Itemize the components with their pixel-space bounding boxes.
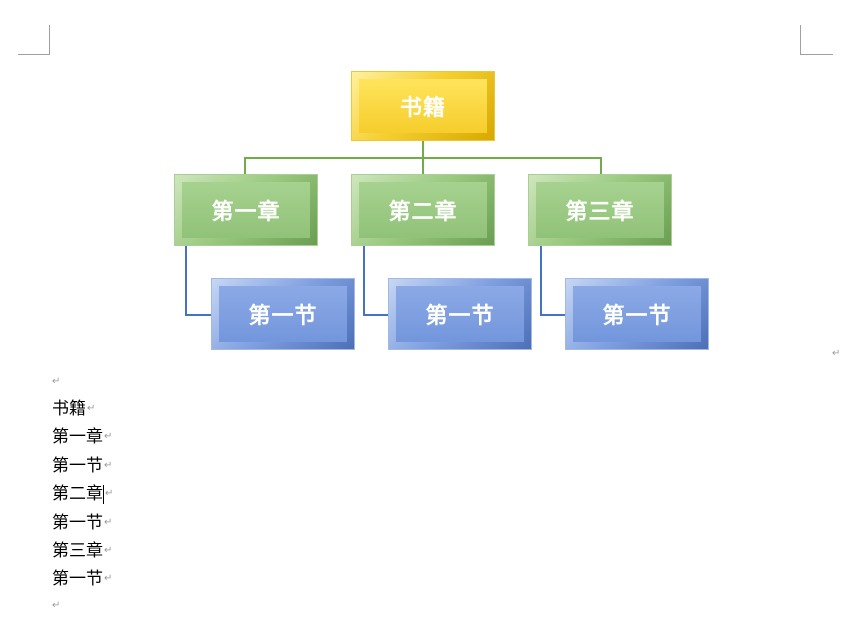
section-node-1[interactable]: 第一节: [211, 278, 355, 350]
outline-line[interactable]: 第二章: [52, 480, 113, 508]
section-node-2[interactable]: 第一节: [388, 278, 532, 350]
paragraph-mark-icon: [104, 509, 112, 537]
chapter-node-1[interactable]: 第一章: [174, 174, 318, 246]
text-cursor: [103, 484, 104, 504]
outline-text-line: 第一节: [52, 512, 103, 533]
outline-text-line: 第一章: [52, 427, 103, 448]
outline-line[interactable]: 第三章: [52, 537, 113, 565]
page-corner-mark-top-left: [18, 25, 50, 55]
root-node-label: 书籍: [399, 96, 446, 121]
paragraph-mark-icon: [52, 601, 60, 611]
outline-line[interactable]: 第一节: [52, 452, 113, 480]
chapter-node-3[interactable]: 第三章: [528, 174, 672, 246]
chapter-node-2[interactable]: 第二章: [351, 174, 495, 246]
paragraph-mark-icon: [52, 377, 60, 387]
paragraph-mark-icon: [104, 452, 112, 480]
outline-line[interactable]: 第一节: [52, 565, 113, 593]
paragraph-mark-icon: [104, 423, 112, 451]
outline-line[interactable]: 第一章: [52, 423, 113, 451]
section-2-connector: [363, 245, 389, 316]
outline-text-line: 书籍: [52, 399, 86, 419]
paragraph-mark-icon: [87, 395, 95, 423]
outline-text-line: 第三章: [52, 540, 103, 561]
outline-text-line: 第二章: [52, 484, 103, 505]
section-3-connector: [540, 245, 566, 316]
outline-text[interactable]: 书籍 第一章 第一节 第二章 第一节 第三章 第一节: [52, 395, 113, 594]
outline-text-line: 第一节: [52, 569, 103, 590]
section-node-label: 第一节: [602, 304, 672, 329]
paragraph-mark-icon: [104, 565, 112, 593]
paragraph-mark-icon: [104, 537, 112, 565]
paragraph-mark-icon: [105, 480, 113, 508]
chapter-node-label: 第一章: [211, 200, 281, 225]
chapter-node-label: 第三章: [565, 200, 635, 225]
root-node[interactable]: 书籍: [351, 71, 495, 141]
outline-text-line: 第一节: [52, 455, 103, 476]
section-node-label: 第一节: [248, 304, 318, 329]
section-node-label: 第一节: [425, 304, 495, 329]
section-1-connector: [185, 245, 211, 316]
outline-line[interactable]: 第一节: [52, 509, 113, 537]
outline-line[interactable]: 书籍: [52, 395, 113, 423]
paragraph-mark-icon: [832, 349, 840, 359]
page-corner-mark-top-right: [800, 25, 833, 55]
section-node-3[interactable]: 第一节: [565, 278, 709, 350]
chapter-node-label: 第二章: [388, 200, 458, 225]
